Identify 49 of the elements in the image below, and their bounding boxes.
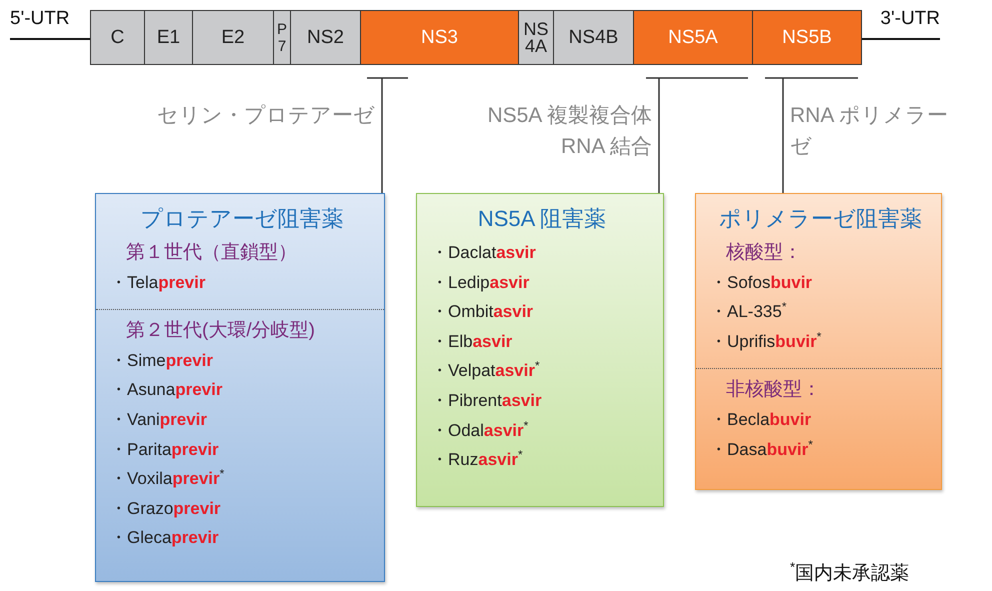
drug-class-box	[695, 193, 942, 490]
drug-name: ・Velpatasvir$^{*}$	[431, 358, 540, 382]
drug-name: ・Sofosbuvir	[710, 272, 812, 294]
drug-name: ・Simeprevir	[110, 350, 213, 372]
leader-line	[366, 77, 409, 194]
drug-class-box	[95, 193, 385, 582]
drug-name: ・Glecaprevir	[110, 527, 219, 550]
drug-name: ・Ruzasvir$^{*}$	[431, 446, 523, 472]
footnote: $^{*}$国内未承認薬	[790, 560, 910, 586]
subheading: 非核酸型：	[725, 378, 821, 402]
drug-name: ・Telaprevir	[110, 272, 206, 294]
leader-line	[764, 77, 859, 194]
drug-name: ・Dasabuvir$^{*}$	[710, 436, 813, 461]
genome-segment: NS5A	[633, 10, 753, 65]
leader-line	[645, 77, 749, 194]
box-heading: プロテアーゼ阻害薬	[140, 205, 344, 233]
drug-name: ・Beclabuvir	[710, 408, 812, 431]
subheading: 第２世代(大環/分岐型)	[125, 319, 315, 344]
drug-name: ・Paritaprevir	[110, 438, 219, 461]
edge-label: セリン・プロテアーゼ	[157, 103, 375, 129]
genome-segment: NS4B	[553, 10, 634, 65]
drug-name: ・Odalasvir$^{*}$	[431, 416, 528, 442]
edge-label: NS5A 複製複合体 RNA 結合	[486, 103, 652, 160]
drug-name: ・Uprifisbuvir$^{*}$	[710, 328, 822, 353]
drug-name: ・AL-335$^{*}$	[710, 298, 786, 324]
box-heading: NS5A 阻害薬	[478, 205, 606, 233]
subheading: 第１世代（直鎖型）	[125, 241, 297, 265]
drug-name: ・Voxilaprevir$^{*}$	[110, 466, 224, 490]
edge-label: RNA ポリメラーゼ	[790, 103, 950, 160]
genome-segment: E2	[192, 10, 274, 65]
drug-name: ・Pibrentasvir	[431, 390, 542, 412]
subheading: 核酸型：	[725, 241, 802, 265]
genome-segment: NS5B	[752, 10, 862, 65]
genome-segment: E1	[144, 10, 193, 65]
drug-name: ・Daclatasvir	[431, 242, 536, 264]
drug-name: ・Ledipasvir	[431, 272, 530, 294]
drug-name: ・Elbasvir	[431, 330, 512, 353]
genome-segment: NS3	[360, 10, 519, 65]
box-heading: ポリメラーゼ阻害薬	[719, 205, 922, 233]
genome-segment: C	[90, 10, 145, 65]
drug-class-box	[416, 193, 664, 507]
genome-segment: NS2	[290, 10, 361, 65]
drug-name: ・Asunaprevir	[110, 379, 222, 402]
drug-name: ・Ombitasvir	[431, 301, 534, 324]
drug-name: ・Vaniprevir	[110, 408, 208, 431]
genome-segment: NS 4A	[518, 10, 554, 65]
utr-region: 3'-UTR	[862, 8, 940, 40]
drug-name: ・Grazoprevir	[110, 498, 221, 520]
genome-segment: P 7	[273, 10, 291, 65]
